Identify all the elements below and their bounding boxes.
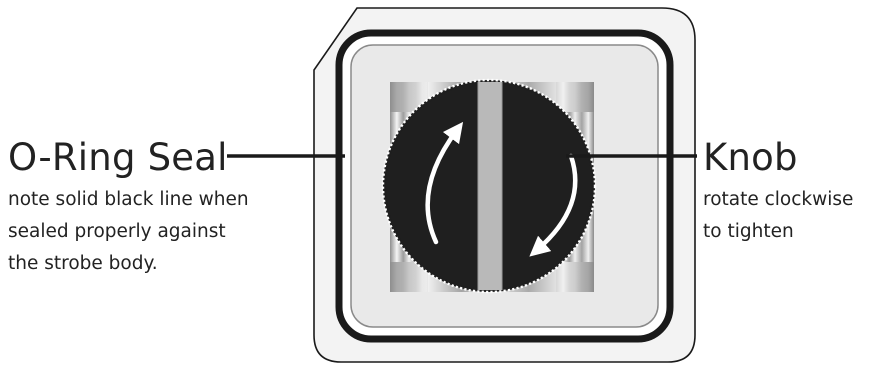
knob-note-line: rotate clockwise [703,189,854,210]
knob-label: Knob [703,136,798,179]
knob-note-line: to tighten [703,221,794,242]
o-ring-seal-note: note solid black line when sealed proper… [8,184,308,280]
knob-grip-stripe [478,82,502,290]
rotate-arrow-right-icon [529,153,578,257]
rotate-arrow-left-icon [425,121,464,245]
o-ring-note-line: sealed properly against [8,221,226,242]
o-ring-note-line: note solid black line when [8,189,249,210]
knob [381,78,597,294]
o-ring-note-line: the strobe body. [8,253,158,274]
o-ring-seal-label: O-Ring Seal [8,136,228,179]
knob-note: rotate clockwise to tighten [703,184,893,248]
